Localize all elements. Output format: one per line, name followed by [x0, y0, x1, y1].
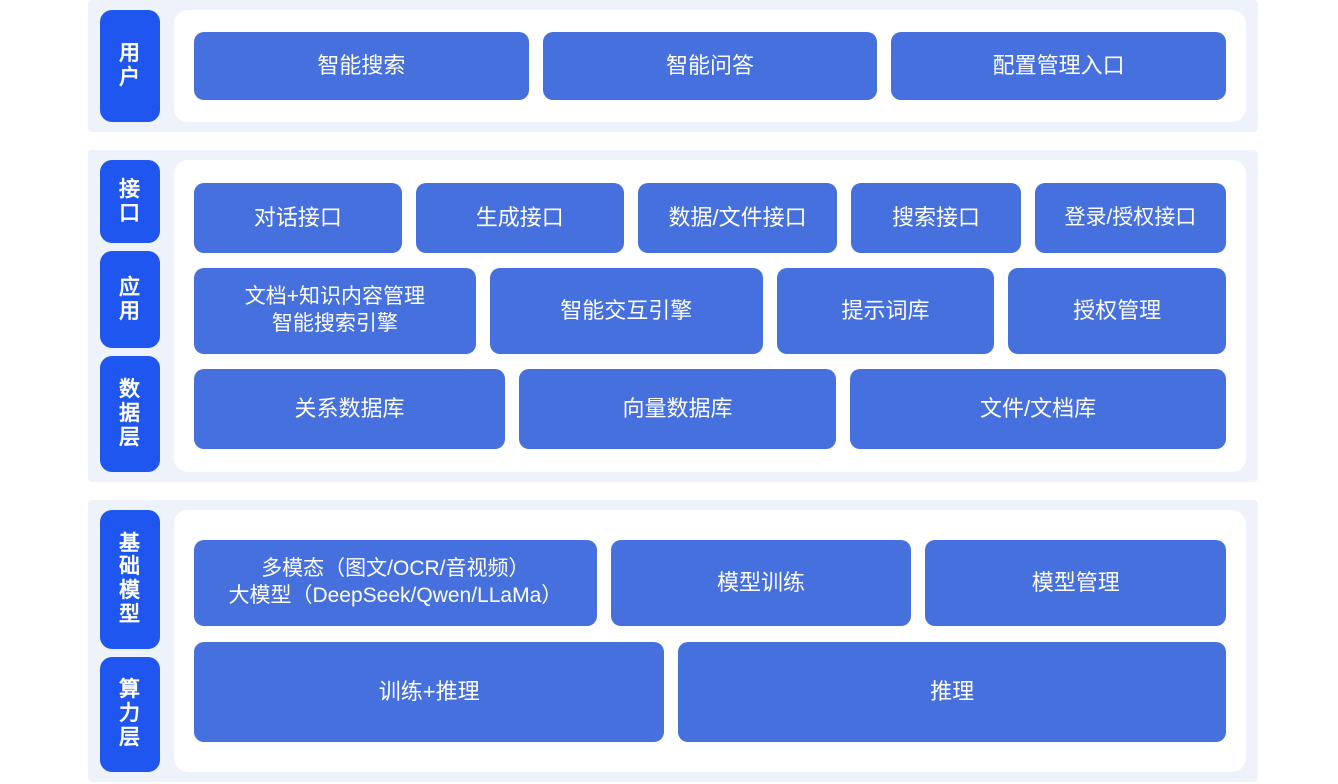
box-prompt-library[interactable]: 提示词库	[776, 268, 995, 354]
side-label-application: 应用	[100, 251, 160, 349]
panel-user-layer: 智能搜索 智能问答 配置管理入口	[174, 10, 1246, 122]
panel-platform-layer: 对话接口 生成接口 数据/文件接口 搜索接口 登录/授权接口 文档+知识内容管理…	[174, 160, 1246, 472]
row-data-stores: 关系数据库 向量数据库 文件/文档库	[194, 369, 1226, 449]
section-platform-layer: 接口 应用 数据层 对话接口 生成接口 数据/文件接口 搜索接口 登录/授权接口…	[88, 150, 1258, 482]
side-label-application-text: 应用	[119, 275, 141, 323]
row-compute-resources: 训练+推理 推理	[194, 642, 1226, 742]
side-label-foundation-model: 基础模型	[100, 510, 160, 649]
box-model-management[interactable]: 模型管理	[925, 540, 1227, 626]
box-dialog-api[interactable]: 对话接口	[194, 183, 402, 253]
box-multimodal-large-model[interactable]: 多模态（图文/OCR/音视频） 大模型（DeepSeek/Qwen/LLaMa）	[194, 540, 597, 626]
box-vector-database[interactable]: 向量数据库	[519, 369, 837, 449]
box-inference[interactable]: 推理	[678, 642, 1226, 742]
box-login-auth-api[interactable]: 登录/授权接口	[1034, 183, 1226, 253]
side-label-foundation-model-text: 基础模型	[119, 531, 141, 627]
box-authorization-management[interactable]: 授权管理	[1008, 268, 1226, 354]
side-label-data-layer: 数据层	[100, 356, 160, 472]
box-relational-database[interactable]: 关系数据库	[194, 369, 506, 449]
side-label-compute-layer-text: 算力层	[119, 678, 141, 750]
row-foundation-models: 多模态（图文/OCR/音视频） 大模型（DeepSeek/Qwen/LLaMa）…	[194, 540, 1227, 626]
box-file-document-store[interactable]: 文件/文档库	[850, 369, 1226, 449]
side-rail-infrastructure: 基础模型 算力层	[100, 510, 160, 772]
row-user-entries: 智能搜索 智能问答 配置管理入口	[194, 32, 1227, 100]
side-label-user-text: 用户	[119, 42, 141, 89]
side-label-compute-layer: 算力层	[100, 656, 160, 772]
architecture-diagram: 用户 智能搜索 智能问答 配置管理入口 接口 应用 数据层 对话接	[88, 0, 1258, 782]
side-label-interface: 接口	[100, 160, 160, 244]
side-rail-user: 用户	[100, 10, 160, 122]
box-smart-qa[interactable]: 智能问答	[542, 32, 878, 100]
side-rail-platform: 接口 应用 数据层	[100, 160, 160, 472]
section-user-layer: 用户 智能搜索 智能问答 配置管理入口	[88, 0, 1258, 132]
box-document-knowledge-management[interactable]: 文档+知识内容管理 智能搜索引擎	[194, 268, 476, 354]
box-data-file-api[interactable]: 数据/文件接口	[637, 183, 838, 253]
row-application-modules: 文档+知识内容管理 智能搜索引擎 智能交互引擎 提示词库 授权管理	[194, 268, 1226, 354]
box-model-training[interactable]: 模型训练	[610, 540, 912, 626]
side-label-user: 用户	[100, 10, 160, 122]
box-config-management-entry[interactable]: 配置管理入口	[891, 32, 1227, 100]
side-label-interface-text: 接口	[119, 177, 141, 225]
box-training-and-inference[interactable]: 训练+推理	[194, 642, 665, 742]
side-label-data-layer-text: 数据层	[119, 378, 141, 450]
panel-infrastructure-layer: 多模态（图文/OCR/音视频） 大模型（DeepSeek/Qwen/LLaMa）…	[174, 510, 1246, 772]
box-search-api[interactable]: 搜索接口	[851, 183, 1021, 253]
box-smart-interaction-engine[interactable]: 智能交互引擎	[489, 268, 763, 354]
box-generation-api[interactable]: 生成接口	[415, 183, 624, 253]
section-infrastructure-layer: 基础模型 算力层 多模态（图文/OCR/音视频） 大模型（DeepSeek/Qw…	[88, 500, 1258, 782]
box-smart-search[interactable]: 智能搜索	[194, 32, 529, 100]
row-interface-apis: 对话接口 生成接口 数据/文件接口 搜索接口 登录/授权接口	[194, 183, 1226, 253]
